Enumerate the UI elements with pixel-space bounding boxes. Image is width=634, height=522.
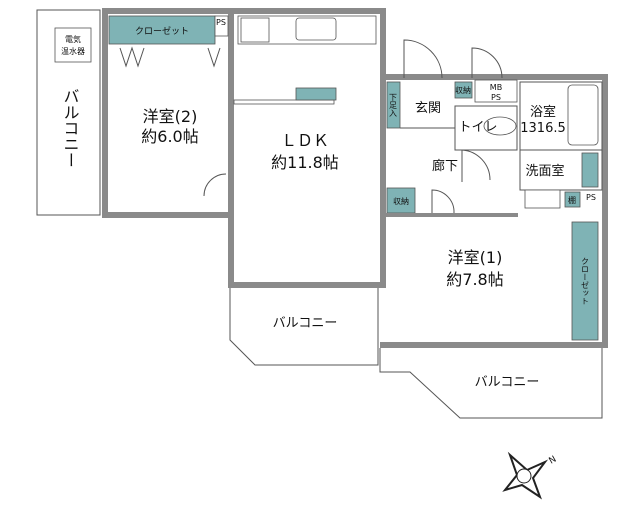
water-heater [54, 27, 92, 63]
western1-size: 約7.8帖 [446, 270, 503, 289]
wall [228, 8, 234, 288]
washing-machine-icon [581, 152, 599, 188]
ldk-size: 約11.8帖 [271, 153, 339, 172]
closet-top [108, 15, 216, 45]
folding-door-icon [119, 46, 221, 68]
storage-entrance [454, 81, 473, 99]
balcony-right-label: バルコニー [475, 375, 540, 390]
shoe-storage-label: 下足入 [389, 93, 398, 117]
door-swing-icon [203, 173, 227, 197]
shelf-label: 棚 [568, 195, 576, 205]
mbps-label-2: PS [491, 93, 501, 102]
partition [233, 99, 335, 105]
wall [228, 282, 383, 288]
entrance-label: 玄関 [415, 101, 441, 116]
storage-entrance-label: 収納 [455, 85, 471, 95]
wall [102, 212, 232, 218]
wall [102, 8, 108, 218]
closet-top-label: クローゼット [135, 25, 189, 37]
western2-size: 約6.0帖 [141, 127, 198, 146]
washroom-label: 洗面室 [525, 163, 564, 179]
ldk-name: ＬＤＫ [281, 131, 329, 150]
balcony-left-label: バルコニー [61, 88, 80, 168]
shoe-storage [386, 81, 401, 129]
wash-basin-icon [524, 189, 561, 209]
balcony-center-label: バルコニー [273, 316, 338, 331]
bath-name: 浴室 [530, 104, 556, 120]
water-heater-label-1: 電気 [65, 34, 81, 44]
western2-name: 洋室(2) [143, 107, 198, 126]
ps-top [214, 15, 229, 37]
mbps-label-1: MB [490, 83, 502, 92]
balcony-right [379, 348, 603, 419]
toilet-icon [483, 116, 517, 136]
ps-top-label: PS [216, 18, 226, 27]
mbps [474, 79, 518, 103]
toilet-label: トイレ [458, 120, 497, 135]
wall [228, 14, 234, 104]
wall [380, 342, 608, 348]
wall [380, 8, 386, 288]
closet-right [571, 221, 599, 341]
stove-icon [240, 17, 270, 43]
entrance-door-icon [403, 39, 503, 79]
compass-center [516, 468, 532, 484]
closet-right-label: クローゼット [581, 257, 590, 305]
washroom [519, 149, 603, 191]
bath-size: 1316.5 [520, 121, 566, 136]
corridor-label: 廊下 [432, 158, 458, 174]
compass-icon: N [502, 451, 559, 500]
ldk-storage [295, 87, 337, 101]
compass-north-label: N [548, 455, 559, 467]
ldk-floor [234, 14, 380, 282]
door-swing-icon [461, 149, 491, 182]
sink-icon [295, 17, 337, 41]
door-swing-icon [431, 189, 455, 214]
balcony-center [229, 288, 379, 366]
wall [386, 213, 518, 217]
balcony-left [36, 9, 101, 216]
western1-name: 洋室(1) [448, 248, 503, 267]
bathtub-icon [567, 84, 599, 146]
toilet-room [454, 105, 518, 151]
ps-right-label: PS [586, 193, 596, 202]
storage-corridor-label: 収納 [393, 196, 409, 206]
shelf [564, 191, 581, 208]
wall [102, 8, 386, 14]
water-heater-label-2: 温水器 [61, 46, 85, 56]
wall [380, 74, 608, 80]
